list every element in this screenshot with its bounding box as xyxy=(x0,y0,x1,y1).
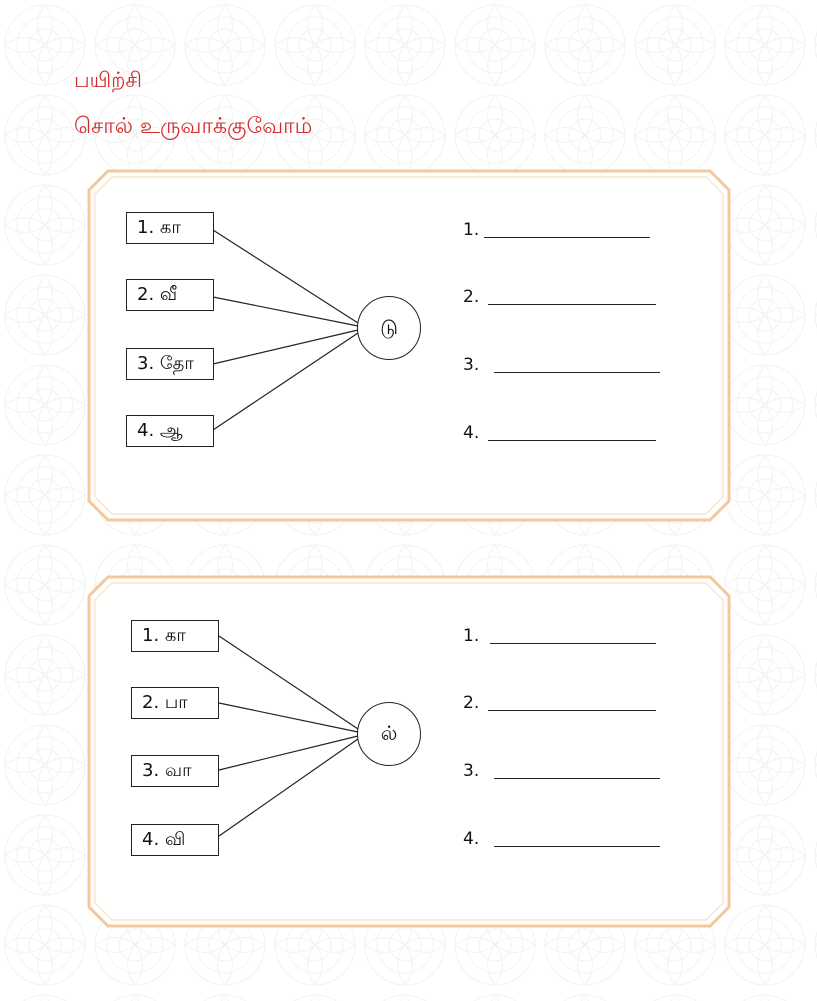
answer-row-1: 1. xyxy=(463,626,656,646)
answer-row-4: 4. xyxy=(463,423,656,443)
answer-number: 4. xyxy=(463,829,480,849)
answer-blank[interactable] xyxy=(494,372,660,373)
syllable-box-2: 2. வீ xyxy=(126,279,214,311)
answer-blank[interactable] xyxy=(488,710,656,711)
connector-line xyxy=(218,635,359,730)
answer-number: 1. xyxy=(463,220,480,240)
answer-number: 2. xyxy=(463,693,480,713)
syllable-box-3: 3. தோ xyxy=(126,348,214,380)
answer-row-3: 3. xyxy=(463,355,660,375)
answer-row-4: 4. xyxy=(463,829,660,849)
exercise-panel-1: 1. கா 2. வீ 3. தோ 4. ஆ டு 1. 2. 3. 4. xyxy=(86,168,732,523)
answer-number: 2. xyxy=(463,287,480,307)
answer-blank[interactable] xyxy=(494,846,660,847)
syllable-box-2: 2. பா xyxy=(131,687,219,719)
connector-line xyxy=(212,329,359,365)
syllable-box-1: 1. கா xyxy=(131,620,219,652)
page-title: பயிற்சி xyxy=(74,68,142,92)
answer-row-2: 2. xyxy=(463,693,656,713)
answer-blank[interactable] xyxy=(484,237,650,238)
answer-number: 3. xyxy=(463,761,480,781)
answer-blank[interactable] xyxy=(488,440,656,441)
syllable-box-1: 1. கா xyxy=(126,212,214,244)
answer-row-1: 1. xyxy=(463,220,650,240)
answer-row-3: 3. xyxy=(463,761,660,781)
syllable-box-4: 4. ஆ xyxy=(126,415,214,447)
answer-blank[interactable] xyxy=(494,778,660,779)
hub-circle: ல் xyxy=(357,702,421,766)
syllable-box-4: 4. வி xyxy=(131,824,219,856)
connector-line xyxy=(212,296,359,327)
connector-line xyxy=(218,735,359,771)
connector-line xyxy=(218,702,359,733)
answer-row-2: 2. xyxy=(463,287,656,307)
connector-lines xyxy=(212,229,359,431)
hub-circle: டு xyxy=(357,296,421,360)
answer-blank[interactable] xyxy=(488,304,656,305)
connector-line xyxy=(212,332,359,431)
syllable-box-3: 3. வா xyxy=(131,755,219,787)
connector-lines xyxy=(218,635,359,837)
connector-line xyxy=(218,738,359,837)
answer-number: 1. xyxy=(463,626,480,646)
answer-blank[interactable] xyxy=(490,643,656,644)
answer-number: 3. xyxy=(463,355,480,375)
connector-line xyxy=(212,229,359,324)
answer-number: 4. xyxy=(463,423,480,443)
page-subtitle: சொல் உருவாக்குவோம் xyxy=(74,114,313,139)
exercise-panel-2: 1. கா 2. பா 3. வா 4. வி ல் 1. 2. 3. 4. xyxy=(86,574,732,929)
